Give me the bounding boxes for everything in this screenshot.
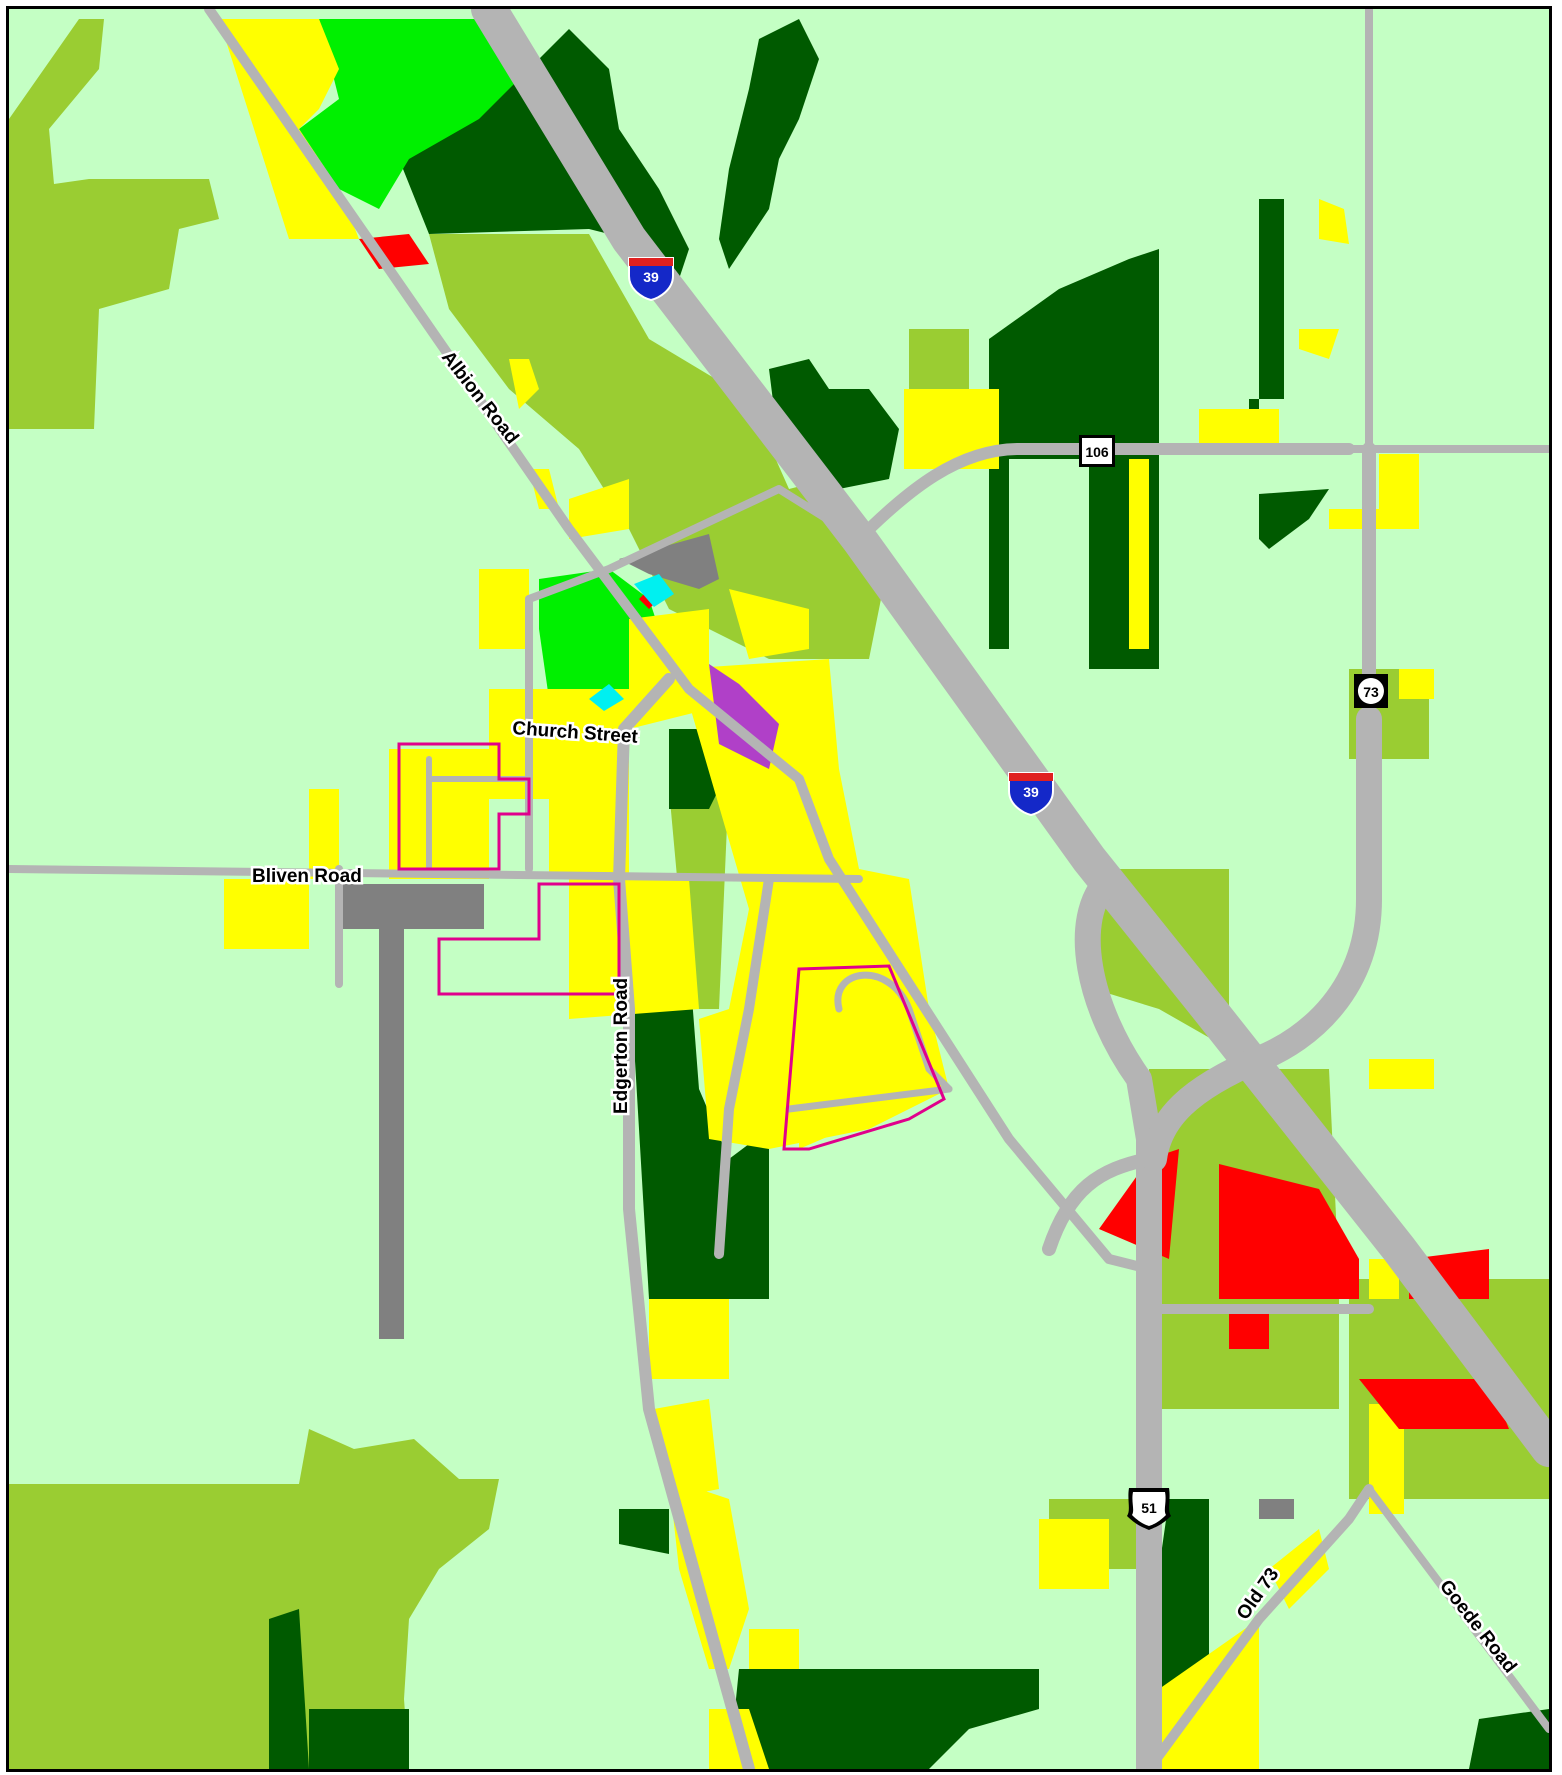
i39-shield-north-number: 39	[643, 269, 659, 285]
wi73-shield: 73	[1354, 674, 1388, 708]
i39-shield-south: 39	[1008, 772, 1054, 817]
i39-shield-south-number: 39	[1023, 784, 1039, 800]
land-use-map: 39 39 106 73 51 Albion Road Church Stree…	[6, 6, 1552, 1772]
i39-shield-north: 39	[628, 257, 674, 302]
us51-shield: 51	[1127, 1488, 1171, 1530]
goede-road-label: Goede Road	[1435, 1576, 1520, 1677]
district-outlines	[397, 742, 946, 1151]
us51-shield-number: 51	[1141, 1500, 1157, 1516]
road-network	[9, 9, 1549, 1769]
industrial-areas	[339, 534, 1294, 1519]
wi106-shield-number: 106	[1085, 444, 1109, 460]
water-areas	[589, 574, 674, 711]
map-canvas: 39 39 106 73 51 Albion Road Church Stree…	[9, 9, 1549, 1769]
wi106-shield: 106	[1079, 435, 1115, 467]
wi73-shield-number: 73	[1363, 684, 1379, 700]
edgerton-road-label: Edgerton Road	[611, 978, 632, 1114]
bliven-road-label: Bliven Road	[252, 866, 362, 887]
